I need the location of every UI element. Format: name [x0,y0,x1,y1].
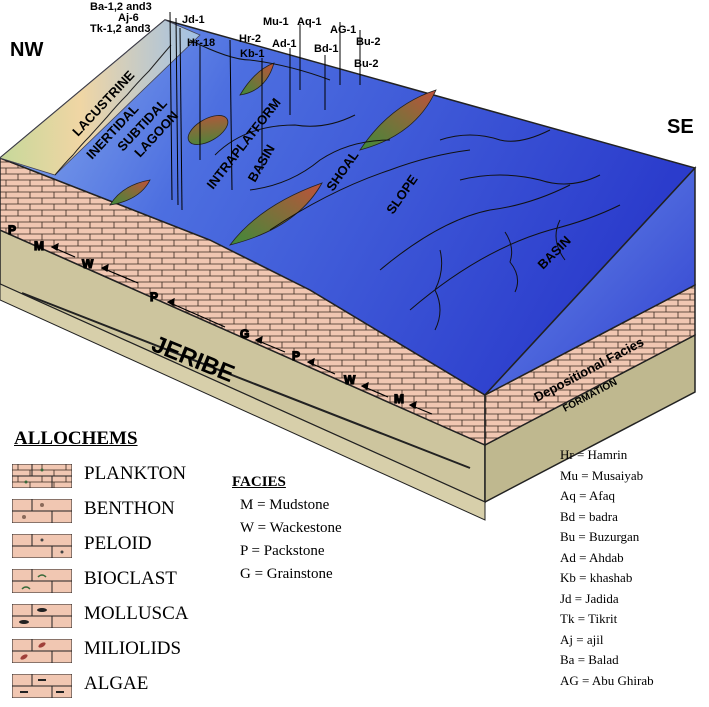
well-label: Jd-1 [182,14,205,26]
legend-item-plankton: PLANKTON [12,460,232,490]
legend-item-benthon: BENTHON [12,495,232,525]
sequence-label: M [34,239,44,253]
sequence-label: W [82,257,94,271]
abbreviation-item: Kb = khashab [560,570,633,585]
abbreviation-item: Bu = Buzurgan [560,529,640,544]
water-side [484,166,696,396]
legend-item-peloid: PELOID [12,530,232,560]
facies-title: FACIES [232,474,286,490]
abbreviation-item: AG = Abu Ghirab [560,672,654,688]
well-label: Ba-1,2 and3 [90,1,152,13]
well-label: Ad-1 [272,38,296,50]
well-label: Hr-2 [239,33,261,45]
miliolids-icon [12,639,72,663]
abbreviation-item: Ba = Balad [560,652,619,667]
well-label: Aq-1 [297,16,321,28]
mound-5 [187,115,229,145]
shoreline-line [54,44,172,176]
algae-icon [12,674,72,698]
abbreviation-item: Aj = ajil [560,631,604,647]
well-label: Bu-2 [356,36,380,48]
allochem-label: PELOID [84,533,152,554]
legend-item-algae: ALGAE [12,670,232,700]
allochem-label: PLANKTON [84,463,187,484]
sequence-label: G [240,327,249,341]
shoreline-strip [0,19,201,176]
allochem-label: BIOCLAST [84,568,177,589]
abbreviation-item: Hr = Hamrin [560,447,628,462]
well-label: Tk-1,2 and3 [90,23,151,35]
allochem-label: BENTHON [84,498,175,519]
orientation-se: SE [667,116,694,138]
facies-item: G = Grainstone [240,566,333,582]
contour-lines [189,39,621,331]
sequence-arrows: P M W P G P W M [7,222,433,415]
well-label: Hr-18 [187,37,215,49]
well-bores [169,11,361,211]
sequence-label: W [344,373,356,387]
legend-item-miliolids: MILIOLIDS [12,635,232,665]
bioclast-icon [12,569,72,593]
abbreviation-item: Ad = Ahdab [560,549,624,565]
mound-4 [239,62,275,96]
benthon-icon [12,499,72,523]
facies-item: P = Packstone [240,543,325,559]
abbreviation-item: Aq = Afaq [560,488,615,503]
sequence-label: P [8,223,16,237]
well-label: Bd-1 [314,43,338,55]
sequence-label: P [292,349,300,363]
allochems-title: ALLOCHEMS [14,428,138,449]
peloid-icon [12,534,72,558]
well-label: AG-1 [330,24,356,36]
sequence-label: M [394,392,404,406]
abbreviation-item: Mu = Musaiyab [560,467,644,483]
well-label: Mu-1 [263,16,289,28]
legend-item-bioclast: BIOCLAST [12,565,232,595]
abbreviation-item: Bd = badra [560,508,618,524]
legend-item-mollusca: MOLLUSCA [12,600,232,630]
allochem-label: MILIOLIDS [84,638,182,659]
orientation-nw: NW [10,39,43,61]
sequence-label: P [150,290,158,304]
formation-base-line [21,292,471,469]
well-label: Bu-2 [354,58,378,70]
abbreviation-item: Tk = Tikrit [560,611,618,626]
base-slab-lower [0,283,486,521]
mound-1 [109,179,151,206]
allochem-label: ALGAE [84,673,149,694]
well-label: Kb-1 [240,48,264,60]
plankton-icon [12,464,72,488]
mound-3 [359,89,437,151]
facies-item: M = Mudstone [240,497,330,513]
mound-2 [228,182,323,246]
allochem-label: MOLLUSCA [84,603,189,624]
facies-item: W = Wackestone [240,520,342,536]
well-label: Aj-6 [118,12,139,24]
abbreviation-item: Jd = Jadida [560,590,619,606]
mollusca-icon [12,604,72,628]
